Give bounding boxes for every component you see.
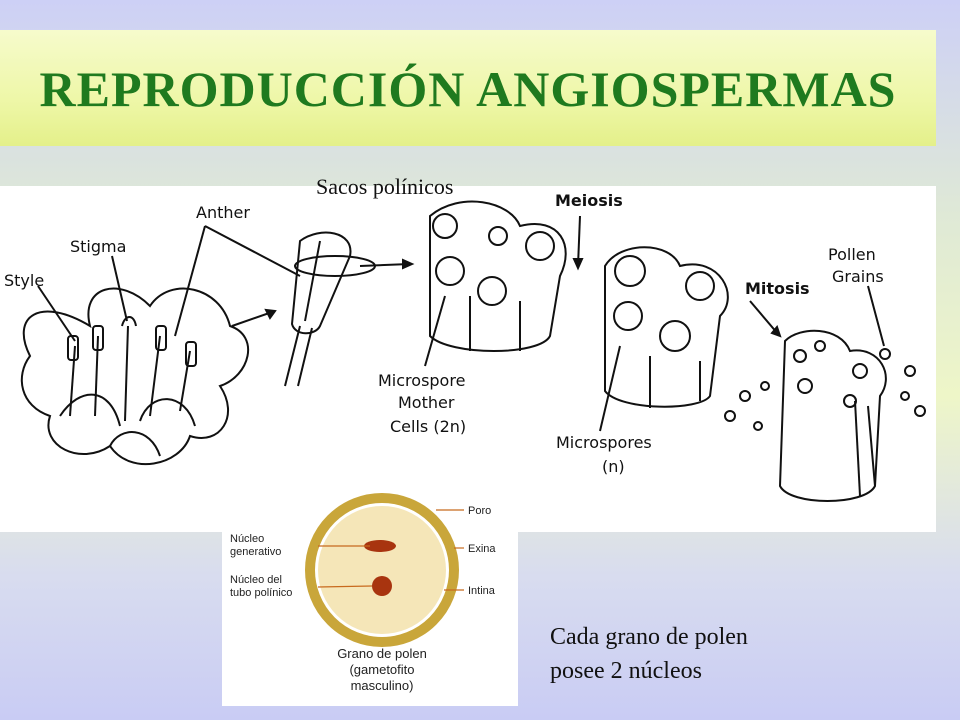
- label-exina: Exina: [468, 543, 496, 555]
- flower-diagram-panel: Style Stigma Anther Meiosis Mitosis Poll…: [0, 186, 936, 532]
- nucleus-generative: [364, 540, 396, 552]
- label-nucleo-generativo-1: Núcleo: [230, 533, 264, 545]
- caption-line-2: posee 2 núcleos: [550, 658, 702, 684]
- label-grains: Grains: [832, 267, 884, 286]
- microspore-mother-cells-drawing: [429, 200, 567, 352]
- pollen-grains-drawing: [724, 329, 926, 502]
- label-microspore: Microspore: [378, 371, 465, 390]
- nucleus-tube: [372, 576, 392, 596]
- pollen-caption-1: Grano de polen: [337, 646, 427, 661]
- page-title: REPRODUCCIÓN ANGIOSPERMAS: [39, 61, 897, 117]
- pollen-caption-2: (gametofito: [349, 662, 414, 677]
- label-mother: Mother: [398, 393, 455, 412]
- label-pollen: Pollen: [828, 245, 876, 264]
- flower-diagram: Style Stigma Anther Meiosis Mitosis Poll…: [4, 191, 926, 502]
- label-cells-2n: Cells (2n): [390, 417, 466, 436]
- label-poro: Poro: [468, 505, 491, 517]
- label-intina: Intina: [468, 585, 496, 597]
- label-nucleo-generativo-2: generativo: [230, 546, 281, 558]
- microspores-drawing: [604, 246, 729, 408]
- caption: Cada grano de polen posee 2 núcleos: [550, 620, 850, 688]
- label-nucleo-tubo-2: tubo polínico: [230, 587, 292, 599]
- label-microspores: Microspores: [556, 433, 652, 452]
- pollen-grain-diagram: Núcleo generativo Núcleo del tubo políni…: [230, 493, 496, 693]
- label-stigma: Stigma: [70, 237, 126, 256]
- anther-drawing: [284, 231, 376, 387]
- label-nucleo-tubo-1: Núcleo del: [230, 574, 282, 586]
- sacos-polinicos-label: Sacos polínicos: [316, 174, 454, 199]
- pollen-caption-3: masculino): [351, 678, 414, 693]
- title-band: [0, 30, 936, 146]
- label-anther: Anther: [196, 203, 250, 222]
- pollen-grain-panel: Núcleo generativo Núcleo del tubo políni…: [222, 490, 518, 706]
- label-style: Style: [4, 271, 44, 290]
- caption-line-1: Cada grano de polen: [550, 624, 748, 650]
- exine-ring: [305, 493, 459, 647]
- label-meiosis: Meiosis: [555, 191, 623, 210]
- label-n: (n): [602, 457, 625, 476]
- label-mitosis: Mitosis: [745, 279, 810, 298]
- cytoplasm: [318, 506, 446, 634]
- flower-drawing: [20, 287, 249, 465]
